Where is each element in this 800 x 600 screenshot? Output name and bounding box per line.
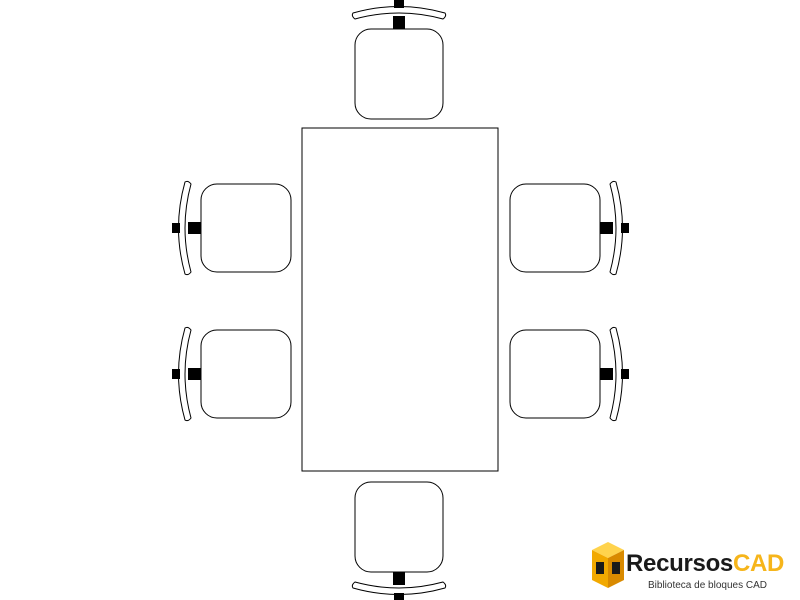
logo-wordmark: RecursosCAD — [626, 552, 784, 576]
chair-seat — [354, 28, 444, 120]
chair-back-knob — [621, 223, 629, 233]
logo-wordmark-cad: CAD — [732, 550, 785, 577]
chair-backrest — [609, 326, 623, 422]
chair-back-knob — [172, 369, 180, 379]
chair-bottom — [351, 481, 447, 600]
chair-right-1 — [509, 180, 629, 276]
chair-left-2 — [172, 326, 292, 422]
chair-backrest — [351, 581, 447, 595]
logo-tagline: Biblioteca de bloques CAD — [648, 580, 767, 591]
logo-wordmark-recursos: Recursos — [626, 550, 733, 577]
chair-back-knob — [394, 593, 404, 600]
chairs-group — [172, 0, 629, 600]
chair-seat — [509, 183, 601, 273]
chair-backrest — [351, 6, 447, 20]
chair-back-connector — [600, 368, 613, 380]
chair-back-knob — [172, 223, 180, 233]
dining-table — [301, 127, 499, 472]
chair-backrest — [178, 326, 192, 422]
logo-cube-icon — [592, 542, 624, 588]
chair-back-connector — [600, 222, 613, 234]
chair-backrest — [609, 180, 623, 276]
chair-back-knob — [621, 369, 629, 379]
chair-back-connector — [393, 572, 405, 585]
chair-left-1 — [172, 180, 292, 276]
chair-seat — [200, 329, 292, 419]
chair-back-connector — [188, 222, 201, 234]
chair-top — [351, 0, 447, 120]
chair-seat — [200, 183, 292, 273]
chair-back-knob — [394, 0, 404, 8]
chair-seat — [354, 481, 444, 573]
chair-backrest — [178, 180, 192, 276]
chair-back-connector — [188, 368, 201, 380]
chair-seat — [509, 329, 601, 419]
chair-back-connector — [393, 16, 405, 29]
chair-right-2 — [509, 326, 629, 422]
recursoscad-logo: RecursosCAD Biblioteca de bloques CAD — [590, 540, 800, 596]
